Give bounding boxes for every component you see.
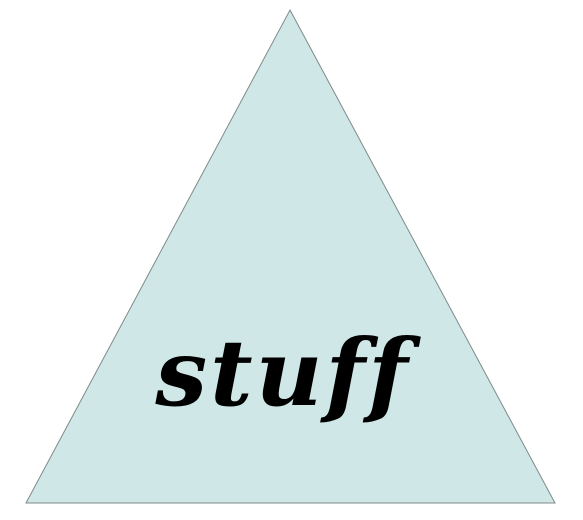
- triangle-label: stuff: [154, 319, 421, 427]
- triangle-shape: [25, 8, 556, 504]
